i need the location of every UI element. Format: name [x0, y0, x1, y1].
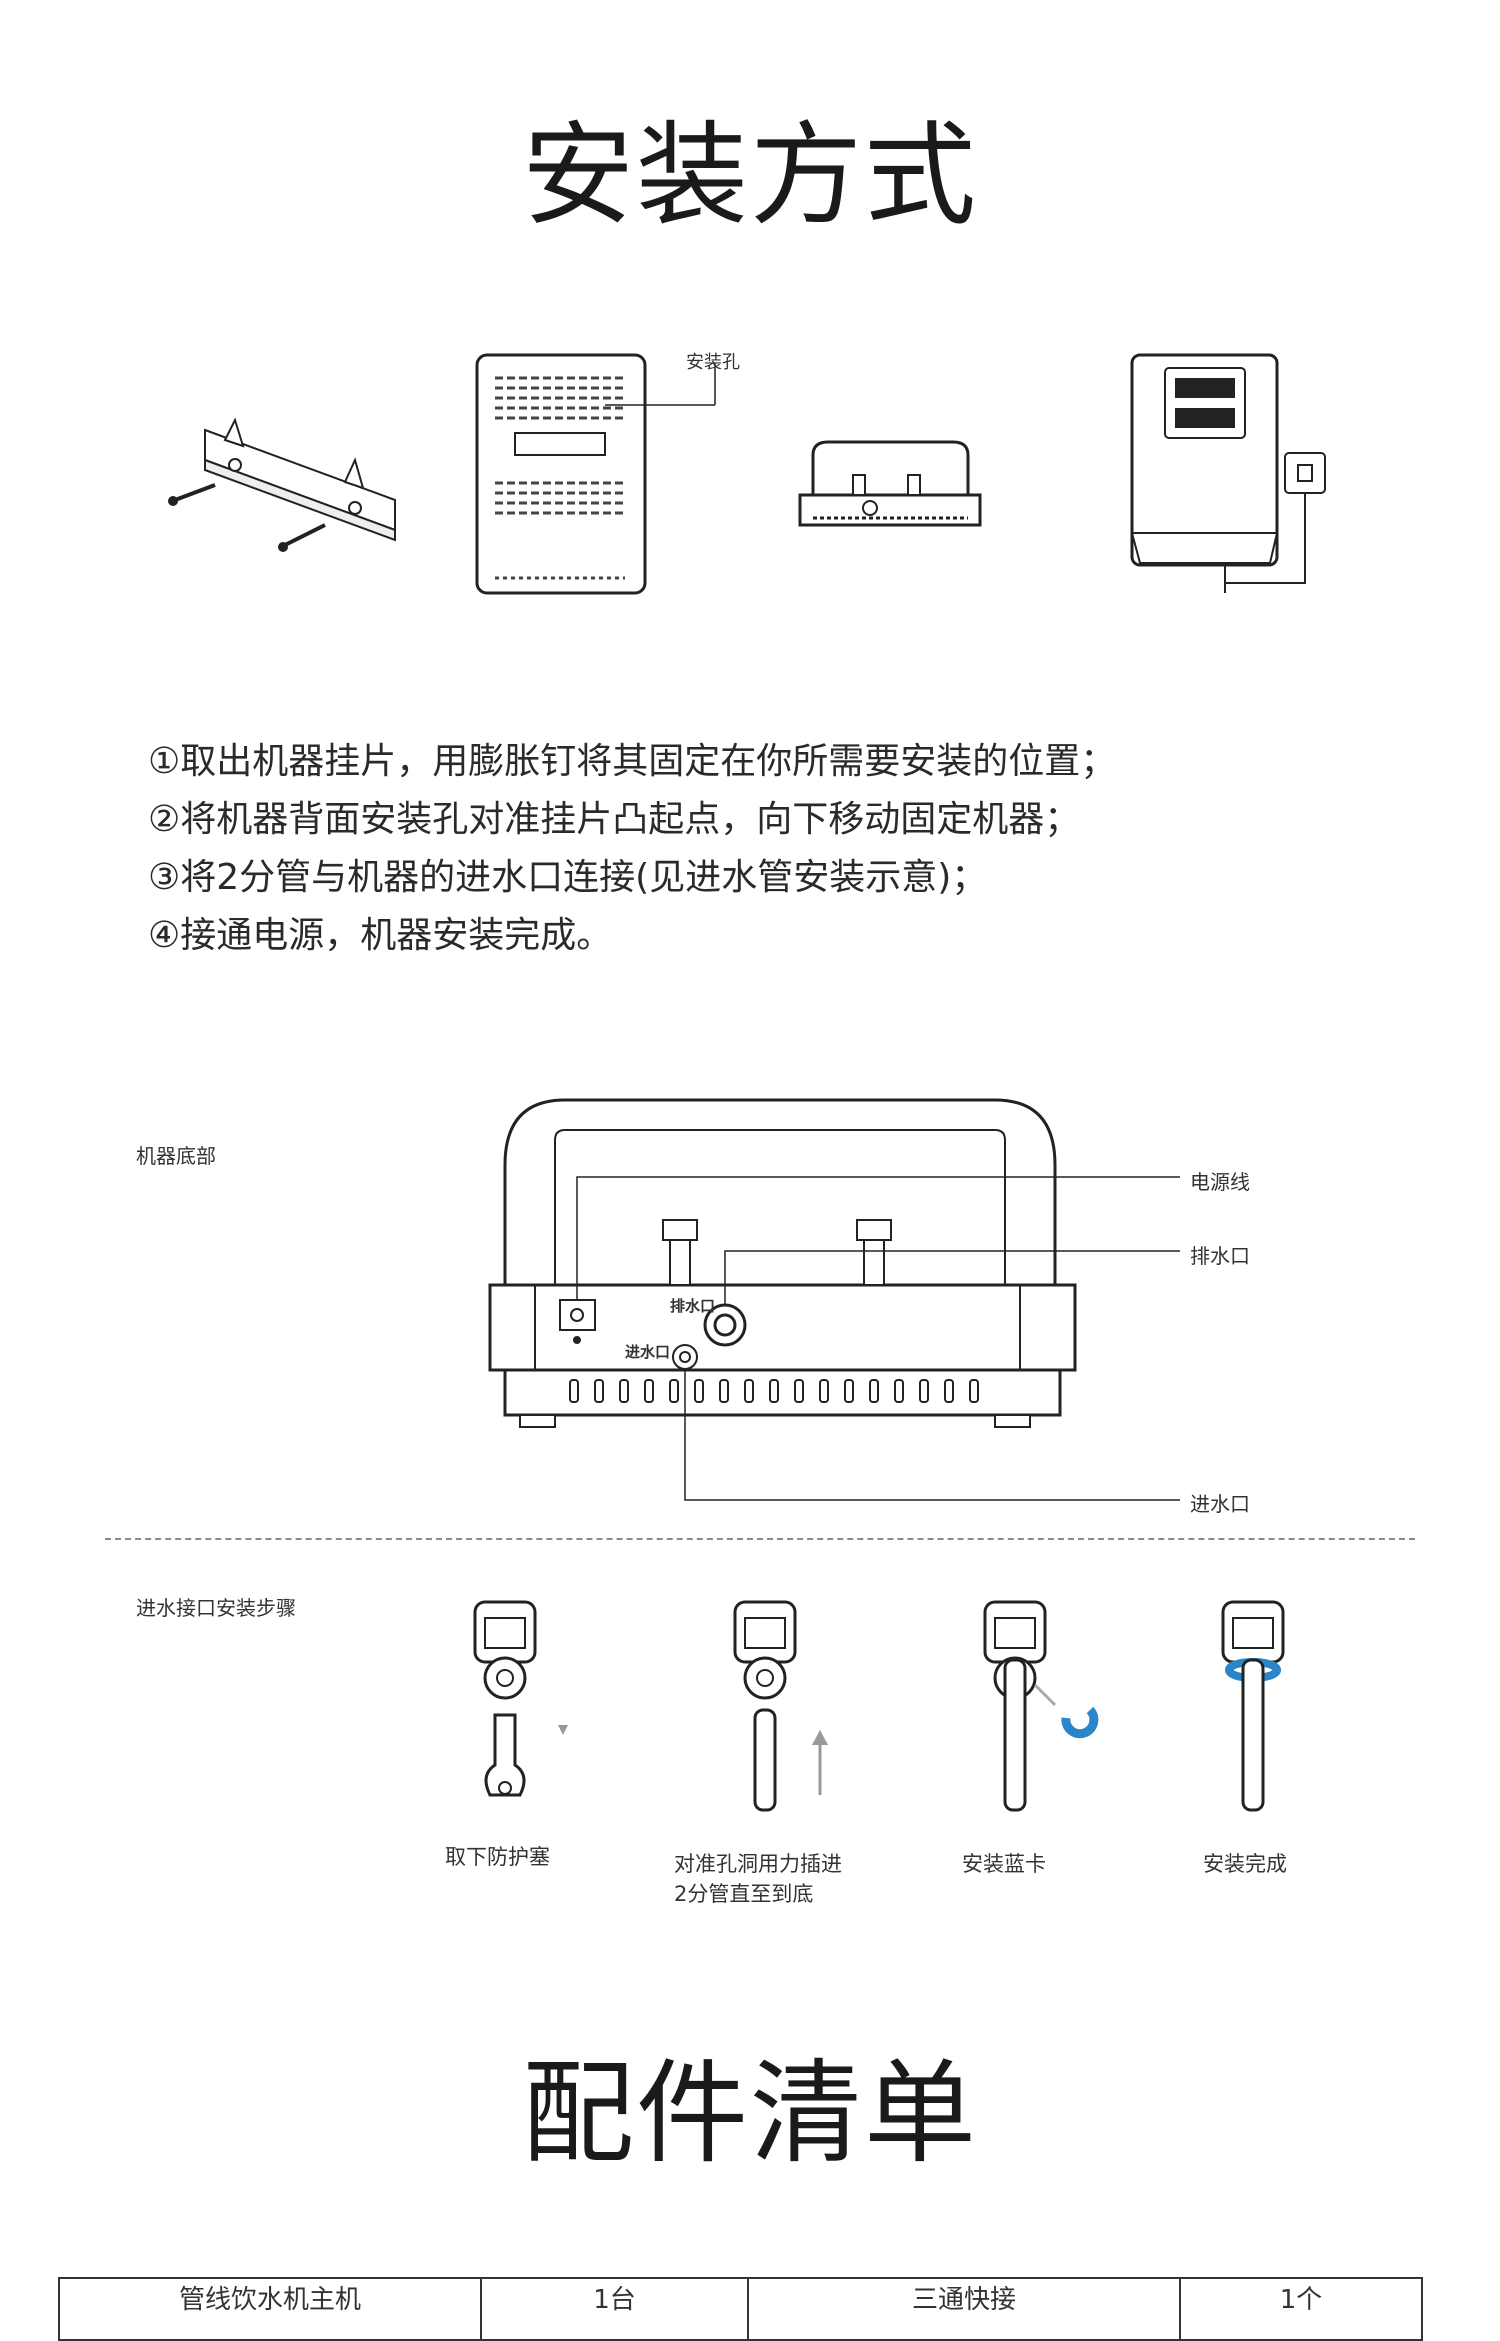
install-title: 安装方式 — [522, 111, 978, 241]
caption-install-done: 安装完成 — [1203, 1852, 1287, 1876]
screw-icon — [278, 523, 326, 552]
caption-remove-cap: 取下防护塞 — [445, 1845, 550, 1869]
drain-mark-label: 排水口 — [670, 1297, 716, 1315]
mounting-hole-label: 安装孔 — [686, 352, 740, 373]
screw-icon — [168, 483, 216, 506]
install-step-3: ③将2分管与机器的进水口连接(见进水管安装示意)； — [148, 857, 988, 898]
machine-bottom-diagram — [488, 1098, 1180, 1501]
remove-cap-illustration — [473, 1600, 568, 1797]
install-step-4: ④接通电源，机器安装完成。 — [148, 915, 613, 956]
table-cell: 1个 — [1179, 2277, 1423, 2341]
install-done-illustration — [1221, 1600, 1285, 1812]
accessories-table: 管线饮水机主机 1台 三通快接 1个 — [58, 2277, 1423, 2341]
inlet-label: 进水口 — [1190, 1492, 1250, 1516]
install-step-1: ①取出机器挂片，用膨胀钉将其固定在你所需要安装的位置； — [148, 741, 1117, 782]
table-cell: 三通快接 — [747, 2277, 1181, 2341]
table-row: 管线饮水机主机 1台 三通快接 1个 — [58, 2277, 1423, 2341]
insert-tube-illustration — [733, 1600, 828, 1812]
machine-bottom-label: 机器底部 — [136, 1144, 216, 1168]
section-divider — [105, 1538, 1415, 1540]
drain-outlet-label: 排水口 — [1190, 1244, 1250, 1268]
install-step-2: ②将机器背面安装孔对准挂片凸起点，向下移动固定机器； — [148, 799, 1081, 840]
machine-back-illustration — [475, 353, 716, 595]
machine-bottom-small-illustration — [798, 440, 982, 527]
caption-insert-line2: 2分管直至到底 — [674, 1882, 814, 1906]
mounting-hole — [514, 432, 606, 456]
table-cell: 管线饮水机主机 — [58, 2277, 482, 2341]
inlet-mark-label: 进水口 — [625, 1343, 671, 1361]
inlet-steps-label: 进水接口安装步骤 — [136, 1596, 296, 1620]
blue-clip-icon — [1061, 1706, 1099, 1739]
table-cell: 1台 — [480, 2277, 749, 2341]
install-clip-illustration — [983, 1600, 1099, 1812]
wall-bracket-illustration — [168, 417, 396, 552]
power-cord-label: 电源线 — [1190, 1170, 1250, 1194]
caption-insert-line1: 对准孔洞用力插进 — [674, 1852, 842, 1876]
machine-front-illustration — [1130, 353, 1326, 593]
caption-install-clip: 安装蓝卡 — [962, 1852, 1046, 1876]
accessories-title: 配件清单 — [522, 2049, 978, 2179]
